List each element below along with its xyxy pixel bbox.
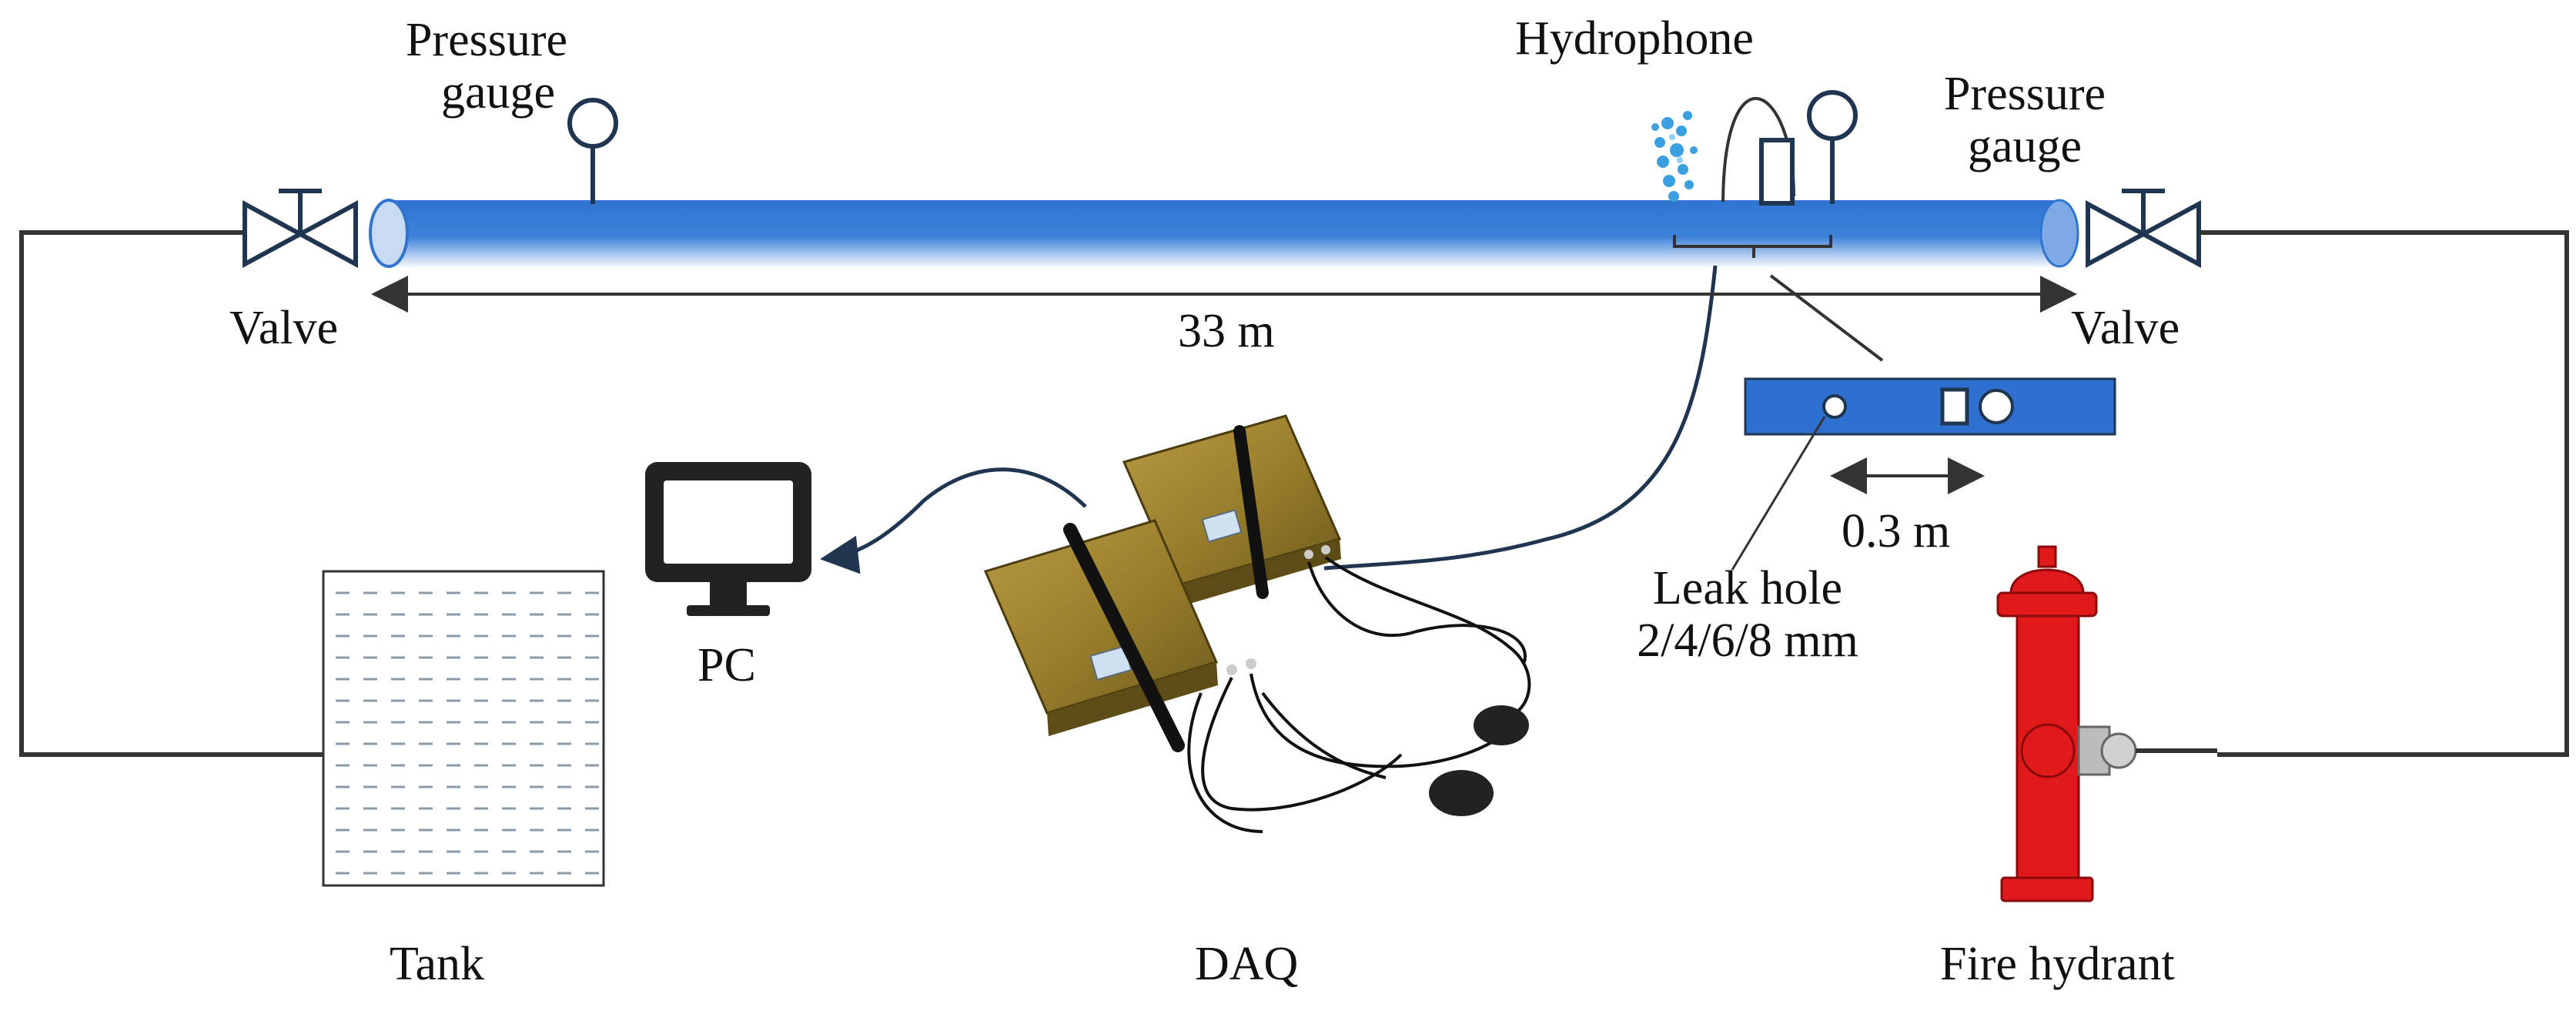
hydrophone-label: Hydrophone bbox=[1515, 12, 1754, 65]
tank-label: Tank bbox=[390, 938, 485, 990]
pressure-gauge-icon bbox=[567, 98, 618, 204]
fire-hydrant-icon bbox=[1996, 545, 2217, 902]
pressure-gauge-label-right: Pressure gauge bbox=[1943, 68, 2106, 173]
sensor-spacing-label: 0.3 m bbox=[1842, 505, 1951, 557]
valve-label-left: Valve bbox=[229, 302, 339, 354]
daq-device-icon bbox=[983, 414, 1531, 833]
valve-icon bbox=[2086, 189, 2330, 269]
pipe-section-inset bbox=[1731, 377, 2116, 571]
pipe-length-label: 33 m bbox=[1178, 305, 1275, 357]
leak-hole-label: Leak hole 2/4/6/8 mm bbox=[1637, 562, 1858, 668]
valve-label-right: Valve bbox=[2071, 302, 2180, 354]
leak-spray-icon bbox=[1651, 111, 1698, 202]
pc-label: PC bbox=[698, 639, 756, 691]
pressure-gauge-icon bbox=[1807, 90, 1858, 204]
water-tank-icon bbox=[322, 570, 605, 887]
hydrophone-icon bbox=[1323, 97, 1795, 571]
pressure-gauge-label-left: Pressure gauge bbox=[405, 14, 568, 119]
daq-label: DAQ bbox=[1195, 938, 1299, 990]
valve-icon bbox=[243, 189, 358, 269]
return-loop-pipe bbox=[19, 230, 2569, 757]
data-link-arrow bbox=[820, 467, 1087, 574]
main-pipe bbox=[369, 199, 2079, 268]
fire-hydrant-label: Fire hydrant bbox=[1940, 938, 2175, 990]
monitor-icon bbox=[645, 462, 811, 616]
